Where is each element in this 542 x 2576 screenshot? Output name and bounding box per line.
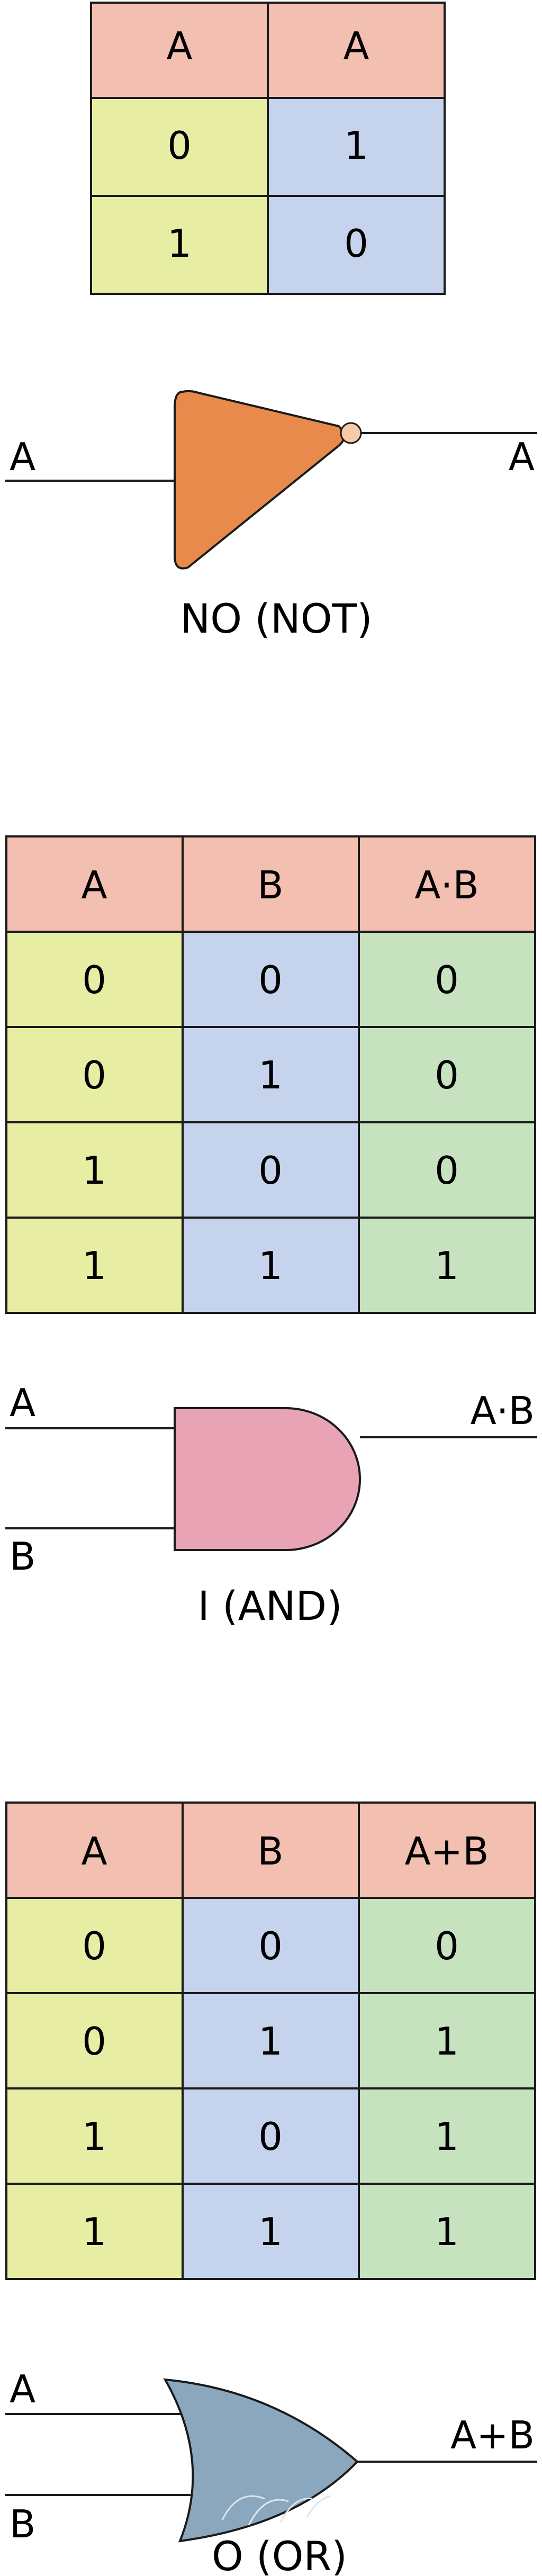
or-table-header-cell	[358, 1802, 536, 1899]
or-table-value: 1	[258, 2019, 283, 2064]
or-table-out-cell	[358, 2183, 536, 2280]
or-table-value: 1	[435, 2210, 459, 2254]
and-gate-icon	[174, 1407, 361, 1551]
and-table-b-cell	[182, 931, 360, 1028]
not-table-header-a-cell	[90, 2, 269, 99]
not-table-value: 0	[344, 221, 368, 266]
or-gate-caption: O (OR)	[212, 2533, 347, 2576]
and-table-header: A·B	[414, 863, 479, 907]
and-table-value: 0	[258, 1148, 283, 1193]
not-table-header: A	[343, 24, 369, 68]
or-table-value: 0	[435, 1924, 459, 1968]
and-input-a-label: A	[10, 1381, 35, 1425]
and-input-b-label: B	[10, 1534, 35, 1579]
or-table-a-cell	[5, 2183, 184, 2280]
not-table-a-cell	[90, 97, 269, 197]
or-input-b-label: B	[10, 2502, 35, 2546]
and-table-value: 1	[258, 1053, 283, 1097]
or-table-value: 1	[258, 2210, 283, 2254]
and-table-value: 0	[435, 1148, 459, 1193]
and-table-header-cell	[5, 835, 184, 933]
and-table-value: 0	[435, 1053, 459, 1097]
and-table-out-cell	[358, 931, 536, 1028]
or-gate-icon	[163, 2378, 359, 2543]
and-table-value: 1	[82, 1244, 106, 1288]
or-table-value: 0	[82, 2019, 106, 2064]
not-gate-caption: NO (NOT)	[180, 595, 372, 642]
or-table-value: 0	[258, 2114, 283, 2159]
or-truth-table: A B A+B 0 0 0 0 1 1 1 0 1 1 1 1	[5, 1802, 536, 2280]
or-table-header: A	[81, 1829, 107, 1874]
or-table-value: 1	[435, 2019, 459, 2064]
and-table-value: 0	[82, 1053, 106, 1097]
and-table-b-cell	[182, 1026, 360, 1123]
and-output-label: A·B	[470, 1389, 535, 1433]
not-table-value: 1	[167, 221, 192, 266]
and-table-value: 0	[82, 958, 106, 1002]
and-table-header: B	[257, 863, 283, 907]
and-table-value: 0	[435, 958, 459, 1002]
or-table-out-cell	[358, 1897, 536, 1994]
and-gate-diagram: A B A·B I (AND)	[5, 1381, 537, 1629]
not-table-out-cell	[267, 195, 446, 295]
and-table-out-cell	[358, 1026, 536, 1123]
not-table-value: 1	[344, 123, 368, 168]
and-table-a-cell	[5, 1026, 184, 1123]
or-table-header: A+B	[405, 1829, 489, 1874]
or-output-label: A+B	[450, 2413, 535, 2457]
or-table-value: 0	[258, 1924, 283, 1968]
and-truth-table: A B A·B 0 0 0 0 1 0 1 0 0 1 1 1	[5, 835, 536, 1314]
and-table-out-cell	[358, 1217, 536, 1314]
or-gate-diagram: A B A+B O (OR)	[5, 2367, 537, 2576]
or-table-value: 0	[82, 1924, 106, 1968]
or-table-value: 1	[435, 2114, 459, 2159]
or-table-out-cell	[358, 1992, 536, 2089]
and-table-a-cell	[5, 1121, 184, 1219]
or-table-b-cell	[182, 2183, 360, 2280]
and-table-value: 1	[435, 1244, 459, 1288]
not-table-header-out-cell	[267, 2, 446, 99]
and-table-header: A	[81, 863, 107, 907]
and-table-b-cell	[182, 1121, 360, 1219]
or-input-a-label: A	[10, 2367, 35, 2411]
or-table-b-cell	[182, 1897, 360, 1994]
or-table-b-cell	[182, 1992, 360, 2089]
not-gate-icon	[174, 390, 345, 570]
not-gate-diagram: A A NO (NOT)	[5, 390, 537, 642]
not-output-label: A	[509, 435, 535, 479]
or-table-value: 1	[82, 2114, 106, 2159]
or-table-header-cell	[5, 1802, 184, 1899]
and-table-out-cell	[358, 1121, 536, 1219]
or-table-a-cell	[5, 1992, 184, 2089]
and-table-b-cell	[182, 1217, 360, 1314]
not-table-header: A	[166, 24, 192, 68]
not-input-label: A	[10, 435, 35, 479]
and-table-value: 1	[258, 1244, 283, 1288]
and-table-value: 1	[82, 1148, 106, 1193]
and-table-value: 0	[258, 958, 283, 1002]
or-gate-sketch-marks	[221, 2495, 331, 2526]
not-table-out-cell	[267, 97, 446, 197]
or-table-value: 1	[82, 2210, 106, 2254]
or-table-header: B	[257, 1829, 283, 1874]
not-table-value: 0	[167, 123, 192, 168]
not-bubble-icon	[340, 422, 362, 444]
not-truth-table: A A 0 1 1 0	[90, 2, 446, 295]
or-table-a-cell	[5, 1897, 184, 1994]
not-table-a-cell	[90, 195, 269, 295]
and-gate-caption: I (AND)	[197, 1582, 342, 1629]
